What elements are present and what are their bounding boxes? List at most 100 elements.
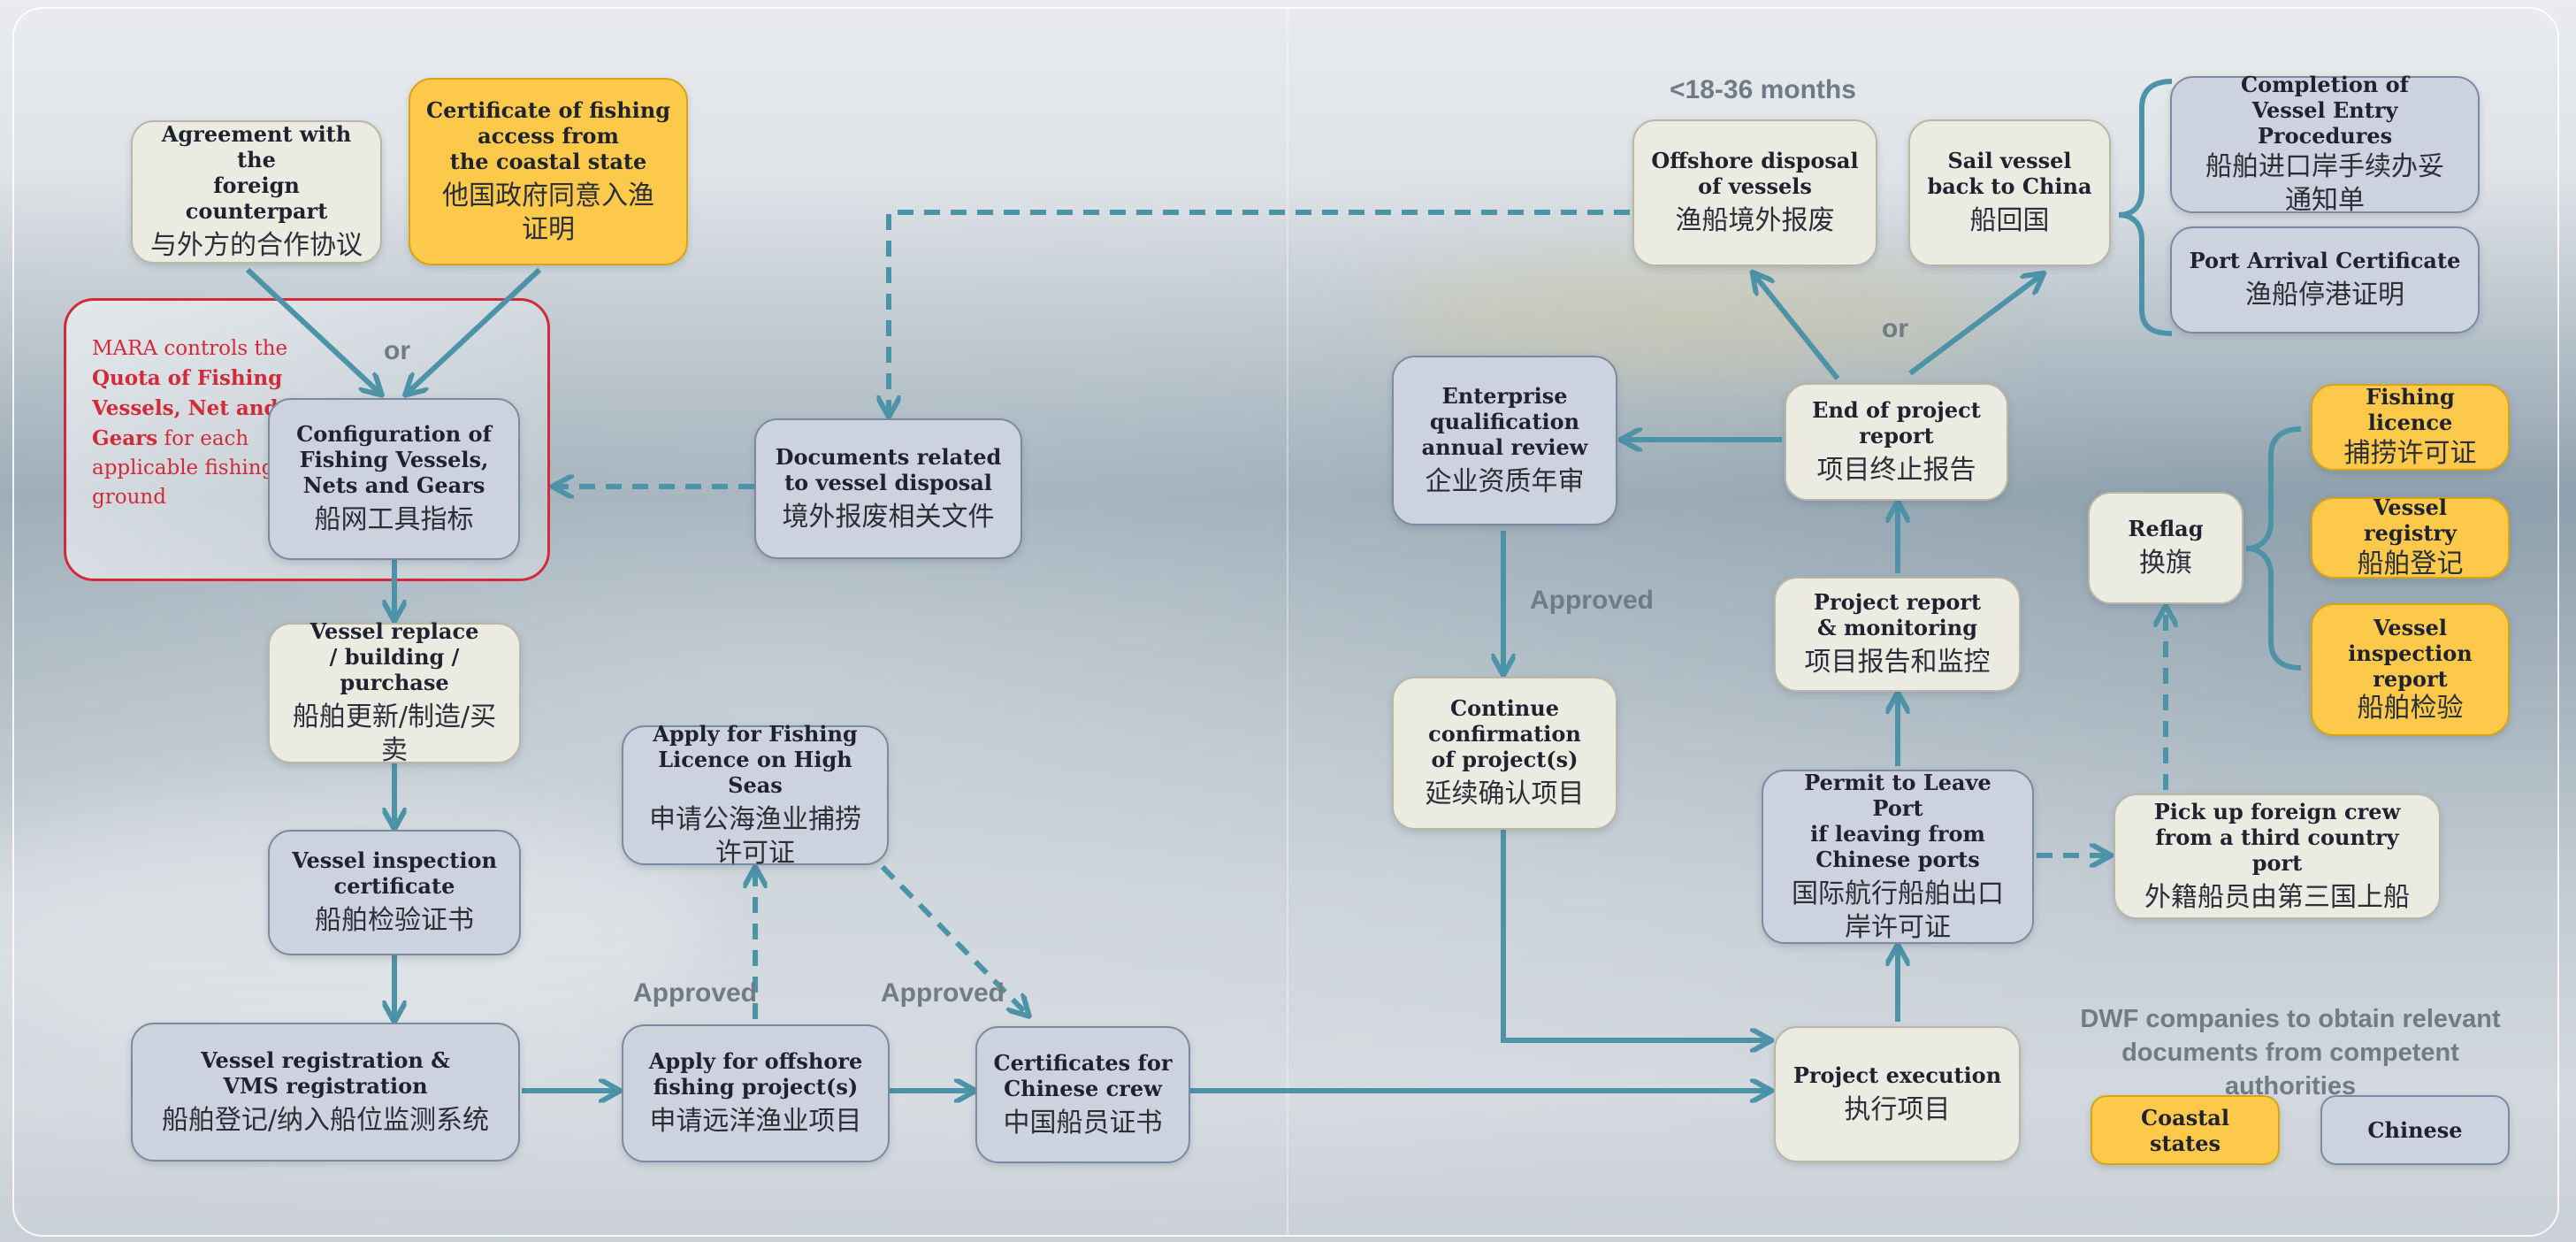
node-project-report-en: Project report & monitoring (1813, 589, 1982, 640)
node-continue-confirm-zh: 延续确认项目 (1425, 778, 1585, 809)
node-vessel-inspection-cert: Vessel inspection certificate 船舶检验证书 (268, 830, 521, 955)
node-port-arrival-zh: 渔船停港证明 (2245, 280, 2404, 310)
node-pickup-crew: Pick up foreign crew from a third countr… (2114, 794, 2441, 919)
node-apply-high-seas: Apply for Fishing Licence on High Seas 申… (622, 721, 889, 869)
arrow-disposal-to-docs (889, 210, 1630, 412)
page-fold (1287, 9, 1288, 1234)
node-permit-leave-en: Permit to Leave Port if leaving from Chi… (1804, 769, 1991, 872)
node-vessel-inspection-cert-zh: 船舶检验证书 (315, 905, 474, 936)
node-project-execution-zh: 执行项目 (1844, 1093, 1951, 1125)
node-port-arrival-en: Port Arrival Certificate (2189, 248, 2461, 273)
node-offshore-disposal: Offshore disposal of vessels 渔船境外报废 (1632, 119, 1877, 266)
node-apply-high-seas-zh: 申请公海渔业捕捞 许可证 (649, 803, 861, 869)
quota-note-bold: Quota of Fishing Vessels, Net and Gears (92, 366, 283, 450)
arrow-continue-to-execution (1501, 830, 1767, 1040)
node-apply-high-seas-en: Apply for Fishing Licence on High Seas (653, 720, 858, 798)
node-configuration: Configuration of Fishing Vessels, Nets a… (268, 398, 520, 560)
node-vessel-replace-zh: 船舶更新/制造/买卖 (292, 702, 497, 766)
brace-sailback (2118, 79, 2173, 336)
node-agreement: Agreement with the foreign counterpart 与… (131, 120, 382, 264)
node-permit-leave: Permit to Leave Port if leaving from Chi… (1762, 770, 2034, 944)
node-vessel-registration: Vessel registration & VMS registration 船… (131, 1023, 520, 1162)
legend-coastal: Coastal states (2091, 1095, 2280, 1165)
node-certificate-access-en: Certificate of fishing access from the c… (426, 96, 670, 174)
node-vessel-inspection-report-zh: 船舶检验 (2357, 692, 2464, 724)
node-sail-back-zh: 船回国 (1969, 205, 2050, 236)
node-reflag: Reflag 换旗 (2088, 492, 2243, 604)
node-vessel-registration-zh: 船舶登记/纳入船位监测系统 (161, 1104, 490, 1136)
node-project-report-zh: 项目报告和监控 (1804, 647, 1991, 678)
node-configuration-en: Configuration of Fishing Vessels, Nets a… (296, 421, 492, 498)
node-fishing-licence-en: Fishing licence (2366, 384, 2455, 435)
node-docs-disposal-zh: 境外报废相关文件 (782, 501, 995, 533)
node-vessel-replace: Vessel replace / building / purchase 船舶更… (268, 618, 521, 766)
node-certificate-access: Certificate of fishing access from the c… (409, 78, 688, 265)
node-completion-entry-zh: 船舶进口岸手续办妥 通知单 (2205, 151, 2444, 216)
node-end-report: End of project report 项目终止报告 (1785, 383, 2008, 501)
node-fishing-licence: Fishing licence 捕捞许可证 (2311, 384, 2510, 471)
label-approved-right: Approved (1530, 586, 1655, 615)
node-enterprise-review-zh: 企业资质年审 (1425, 465, 1585, 497)
node-enterprise-review: Enterprise qualification annual review 企… (1392, 356, 1617, 525)
node-certs-crew-en: Certificates for Chinese crew (993, 1049, 1173, 1101)
node-offshore-disposal-en: Offshore disposal of vessels (1651, 148, 1859, 199)
node-agreement-zh: 与外方的合作协议 (150, 230, 363, 261)
node-completion-entry-en: Completion of Vessel Entry Procedures (2240, 72, 2410, 149)
node-end-report-en: End of project report (1812, 396, 1981, 448)
node-vessel-inspection-report: Vessel inspection report 船舶检验 (2311, 603, 2510, 736)
node-reflag-en: Reflag (2128, 516, 2204, 541)
arrow-end-to-offshoredisposal (1755, 276, 1840, 380)
quota-note: MARA controls the Quota of Fishing Vesse… (92, 337, 288, 509)
label-or-right: or (1882, 314, 1908, 343)
legend-coastal-label: Coastal states (2141, 1104, 2229, 1156)
label-approved-mid: Approved (881, 978, 1005, 1008)
node-reflag-zh: 换旗 (2139, 548, 2192, 579)
node-pickup-crew-zh: 外籍船员由第三国上船 (2144, 881, 2410, 913)
node-completion-entry: Completion of Vessel Entry Procedures 船舶… (2170, 72, 2480, 216)
node-permit-leave-zh: 国际航行船舶出口 岸许可证 (1792, 878, 2004, 943)
node-certs-crew-zh: 中国船员证书 (1003, 1107, 1163, 1138)
node-port-arrival: Port Arrival Certificate 渔船停港证明 (2170, 226, 2480, 334)
node-project-execution: Project execution 执行项目 (1774, 1026, 2021, 1162)
node-apply-offshore-en: Apply for offshore fishing project(s) (648, 1048, 863, 1100)
node-project-execution-en: Project execution (1792, 1062, 2002, 1088)
legend-chinese-label: Chinese (2367, 1117, 2463, 1143)
node-vessel-registry: Vessel registry 船舶登记 (2311, 494, 2510, 579)
node-pickup-crew-en: Pick up foreign crew from a third countr… (2153, 798, 2401, 876)
legend-title: DWF companies to obtain relevant documen… (2080, 1005, 2501, 1100)
node-docs-disposal-en: Documents related to vessel disposal (775, 443, 1002, 495)
node-continue-confirm-en: Continue confirmation of project(s) (1428, 695, 1581, 772)
node-end-report-zh: 项目终止报告 (1816, 454, 1976, 486)
node-offshore-disposal-zh: 渔船境外报废 (1675, 205, 1835, 236)
node-certificate-access-zh: 他国政府同意入渔 证明 (442, 180, 654, 245)
node-fishing-licence-zh: 捕捞许可证 (2343, 438, 2477, 469)
node-project-report: Project report & monitoring 项目报告和监控 (1774, 577, 2021, 692)
node-sail-back: Sail vessel back to China 船回国 (1908, 119, 2111, 266)
arrow-highseas-to-crew (880, 864, 1026, 1013)
label-approved-left: Approved (633, 978, 758, 1008)
node-continue-confirm: Continue confirmation of project(s) 延续确认… (1392, 677, 1617, 830)
arrow-certificate-to-config (409, 267, 542, 392)
node-vessel-registration-en: Vessel registration & VMS registration (201, 1046, 450, 1099)
node-docs-disposal: Documents related to vessel disposal 境外报… (754, 418, 1022, 559)
node-certs-crew: Certificates for Chinese crew 中国船员证书 (975, 1026, 1190, 1163)
node-vessel-inspection-report-en: Vessel inspection report (2348, 614, 2473, 692)
label-duration: <18-36 months (1670, 75, 1856, 104)
node-apply-offshore-zh: 申请远洋渔业项目 (649, 1106, 862, 1137)
node-agreement-en: Agreement with the foreign counterpart (161, 121, 352, 224)
background-haze (1380, 265, 1999, 372)
node-enterprise-review-en: Enterprise qualification annual review (1421, 382, 1588, 460)
arrow-agreement-to-config (245, 267, 378, 392)
node-apply-offshore: Apply for offshore fishing project(s) 申请… (622, 1024, 890, 1162)
node-vessel-replace-en: Vessel replace / building / purchase (310, 618, 479, 695)
node-configuration-zh: 船网工具指标 (314, 504, 474, 535)
node-vessel-registry-zh: 船舶登记 (2357, 548, 2464, 579)
legend-chinese: Chinese (2320, 1095, 2510, 1165)
node-vessel-inspection-cert-en: Vessel inspection certificate (292, 847, 497, 899)
brace-reflag (2245, 426, 2302, 671)
arrow-end-to-sailback (1908, 276, 2040, 376)
node-sail-back-en: Sail vessel back to China (1927, 148, 2092, 199)
label-or-top: or (384, 336, 410, 365)
